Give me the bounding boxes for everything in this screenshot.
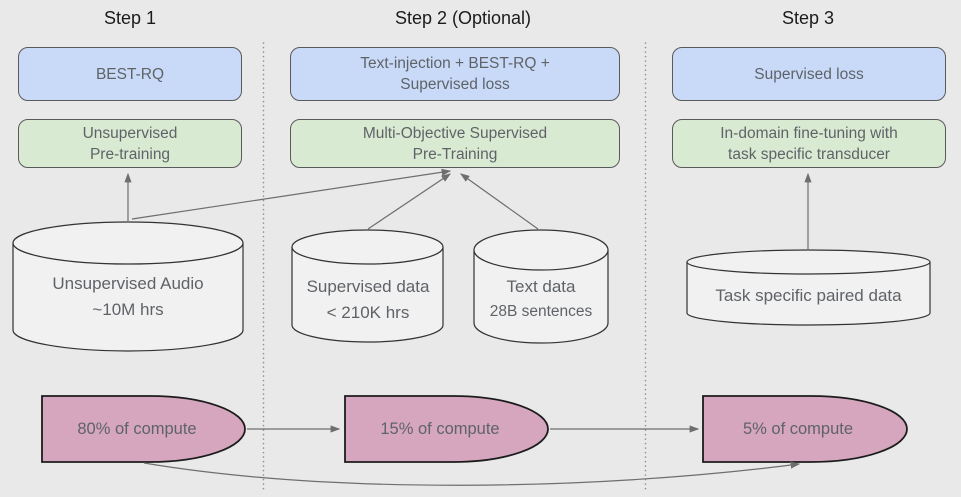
unsupervised-audio-line2: ~10M hrs [92,300,164,319]
db-cylinder-task-specific-paired-data [686,249,931,326]
step2-title: Step 2 (Optional) [394,8,532,28]
supervised-data-line1: Supervised data [306,277,430,296]
db-cylinder-text-data [473,229,609,344]
compute-shape-15pct [344,395,549,463]
compute-80pct-label: 80% of compute [77,419,197,438]
compute-shape-80pct [41,395,246,463]
step3-stage-box: In-domain fine-tuning with task specific… [672,119,946,168]
step2-stage-box: Multi-Objective Supervised Pre-Training [290,119,620,168]
compute-shape-5pct [702,395,908,463]
compute-15pct-label: 15% of compute [380,419,500,438]
arrow-compute-80-to-5-curve [143,461,801,486]
arrow-supervised-data-to-step2-stage [367,173,451,230]
unsupervised-audio-line1: Unsupervised Audio [52,274,204,293]
text-data-line1: Text data [506,277,576,296]
step1-title: Step 1 [103,8,157,28]
arrow-audio-to-step2-stage [131,168,452,220]
text-data-label: Text data 28B sentences [466,274,616,324]
supervised-data-line2: < 210K hrs [326,303,410,322]
supervised-data-label: Supervised data < 210K hrs [293,274,443,326]
step1-stage-box: Unsupervised Pre-training [18,119,242,168]
arrow-text-data-to-step2-stage [460,173,539,230]
step3-loss-box: Supervised loss [672,47,946,101]
db-cylinder-unsupervised-audio [12,221,244,352]
task-specific-paired-data-label: Task specific paired data [688,283,929,309]
compute-5pct-label: 5% of compute [742,419,854,438]
unsupervised-audio-label: Unsupervised Audio ~10M hrs [18,271,238,323]
step2-loss-box: Text-injection + BEST-RQ + Supervised lo… [290,47,620,101]
step3-title: Step 3 [781,8,835,28]
text-data-line2: 28B sentences [489,303,593,320]
db-cylinder-supervised-data [291,229,444,343]
task-specific-paired-data-line1: Task specific paired data [715,286,902,305]
step1-loss-box: BEST-RQ [18,47,242,101]
